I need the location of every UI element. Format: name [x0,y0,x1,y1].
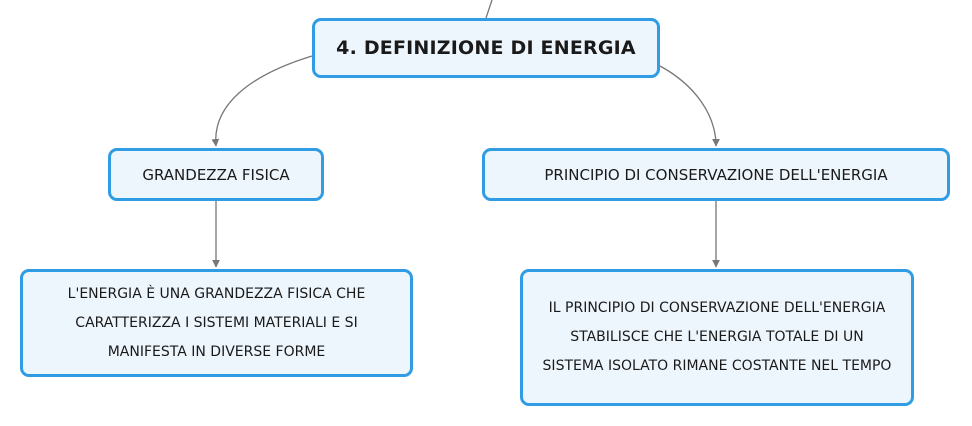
detail-text-principio-conservazione: IL PRINCIPIO DI CONSERVAZIONE DELL'ENERG… [542,300,892,374]
topic-node-grandezza-fisica[interactable]: GRANDEZZA FISICA [108,148,324,201]
detail-node-grandezza-fisica[interactable]: L'ENERGIA È UNA GRANDEZZA FISICA CHE CAR… [20,269,413,377]
connector-root-to-grandezza [211,55,313,147]
connector-parent-to-root [485,0,493,19]
topic-label-principio-conservazione: PRINCIPIO DI CONSERVAZIONE DELL'ENERGIA [544,165,888,184]
root-topic-label: 4. DEFINIZIONE DI ENERGIA [336,37,636,59]
detail-node-principio-conservazione[interactable]: IL PRINCIPIO DI CONSERVAZIONE DELL'ENERG… [520,269,914,406]
detail-text-grandezza-fisica: L'ENERGIA È UNA GRANDEZZA FISICA CHE CAR… [67,285,366,360]
topic-label-grandezza-fisica: GRANDEZZA FISICA [142,165,290,184]
connector-root-to-principio [659,65,720,147]
root-topic-node[interactable]: 4. DEFINIZIONE DI ENERGIA [312,18,660,78]
topic-node-principio-conservazione[interactable]: PRINCIPIO DI CONSERVAZIONE DELL'ENERGIA [482,148,950,201]
